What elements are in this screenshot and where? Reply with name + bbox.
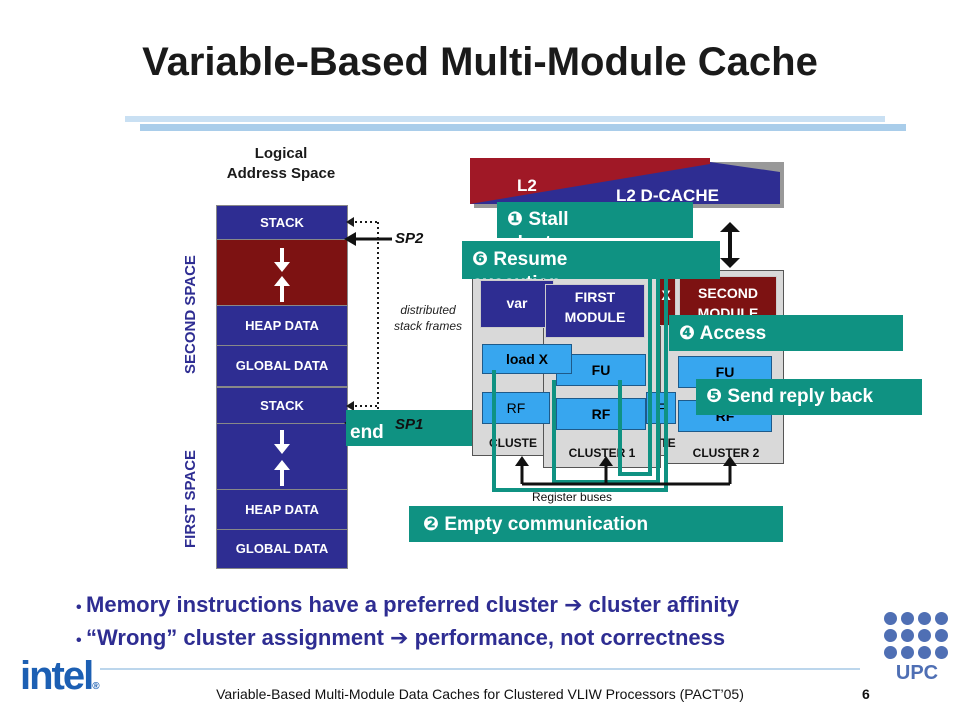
register-buses-label: Register buses [532, 490, 613, 504]
title-rule-top [125, 116, 885, 122]
first-module-line2: MODULE [564, 309, 626, 325]
first-stack-label: STACK [260, 398, 304, 413]
register-bus-arrows [515, 456, 737, 486]
distributed-line2: stack frames [393, 319, 462, 333]
var-module: var [480, 280, 554, 328]
access-memory-callout: ❹ Access memory [669, 315, 903, 351]
cluster2-label: CLUSTER 2 [692, 446, 760, 460]
first-heap-segment: HEAP DATA [216, 489, 348, 531]
first-global-segment: GLOBAL DATA [216, 529, 348, 569]
bullet-wrong-assignment: “Wrong” cluster assignment ➔ performance… [76, 623, 739, 656]
sp2-label: SP2 [395, 230, 424, 247]
resume-execution-text: ❻ Resume execution [472, 249, 568, 279]
second-free-segment [216, 239, 348, 307]
upc-logo-text: UPC [895, 662, 939, 684]
first-free-segment [216, 423, 348, 491]
second-module-line1: SECOND [698, 285, 758, 301]
resume-execution-callout: ❻ Resume execution [462, 241, 720, 279]
bullet-affinity: Memory instructions have a preferred clu… [76, 590, 739, 623]
bullet-list: Memory instructions have a preferred clu… [76, 590, 739, 656]
first-global-label: GLOBAL DATA [235, 541, 329, 556]
send-reply-text: ❺ Send reply back [706, 386, 874, 407]
intel-logo-text: intel [20, 654, 94, 698]
var-module-label: var [506, 295, 528, 311]
stall-clusters-callout: ❶ Stall clusters [497, 202, 693, 238]
footer-rule [100, 668, 860, 670]
l2-cache-banner [470, 158, 784, 208]
send-request-callout: end [346, 410, 480, 446]
send-request-text: end [350, 422, 384, 443]
second-stack-label: STACK [260, 215, 304, 230]
grow-up-arrow-icon [274, 276, 290, 302]
second-global-segment: GLOBAL DATA [216, 345, 348, 387]
footer-citation: Variable-Based Multi-Module Data Caches … [216, 686, 744, 702]
stall-clusters-text: ❶ Stall clusters [507, 209, 580, 238]
distributed-line1: distributed [400, 303, 456, 317]
empty-communication-callout: ❷ Empty communication [409, 506, 783, 542]
slide-title: Variable-Based Multi-Module Cache [142, 40, 818, 84]
distributed-stack-frames-label: distributed stack frames [383, 302, 473, 334]
load-x-instruction: load X [482, 344, 572, 374]
cluster1-rf: RF [556, 398, 646, 430]
l2-dcache-label: L2 D-CACHE [616, 186, 719, 205]
first-module-line1: FIRST [574, 289, 616, 305]
first-space-label: FIRST SPACE [182, 449, 199, 548]
first-heap-label: HEAP DATA [245, 502, 319, 517]
l2-left-label: L2 [517, 176, 537, 195]
second-space-label: SECOND SPACE [182, 255, 199, 374]
first-stack-segment: STACK [216, 387, 348, 425]
grow-down-arrow-icon [274, 430, 290, 454]
first-module: FIRST MODULE [545, 284, 645, 338]
send-reply-callout: ❺ Send reply back [696, 379, 922, 415]
access-memory-text: ❹ Access memory [679, 323, 767, 351]
address-space-heading-line2: Address Space [226, 165, 336, 182]
l2-module-double-arrow-icon [720, 222, 740, 268]
address-space-heading-line1: Logical [254, 145, 308, 162]
cluster-back-label: CLUSTE [489, 436, 537, 450]
title-rule-bottom [140, 124, 906, 131]
address-space-heading: Logical Address Space [216, 144, 346, 184]
sp1-label: SP1 [395, 416, 424, 433]
empty-communication-text: ❷ Empty communication [423, 514, 649, 535]
grow-up-arrow-icon [274, 460, 290, 486]
second-heap-label: HEAP DATA [245, 318, 319, 333]
second-stack-segment: STACK [216, 205, 348, 241]
intel-logo: intel® [20, 654, 100, 698]
upc-logo: UPC [884, 612, 950, 684]
grow-down-arrow-icon [274, 248, 290, 272]
page-number: 6 [862, 686, 870, 702]
second-global-label: GLOBAL DATA [235, 358, 329, 373]
second-heap-segment: HEAP DATA [216, 305, 348, 347]
